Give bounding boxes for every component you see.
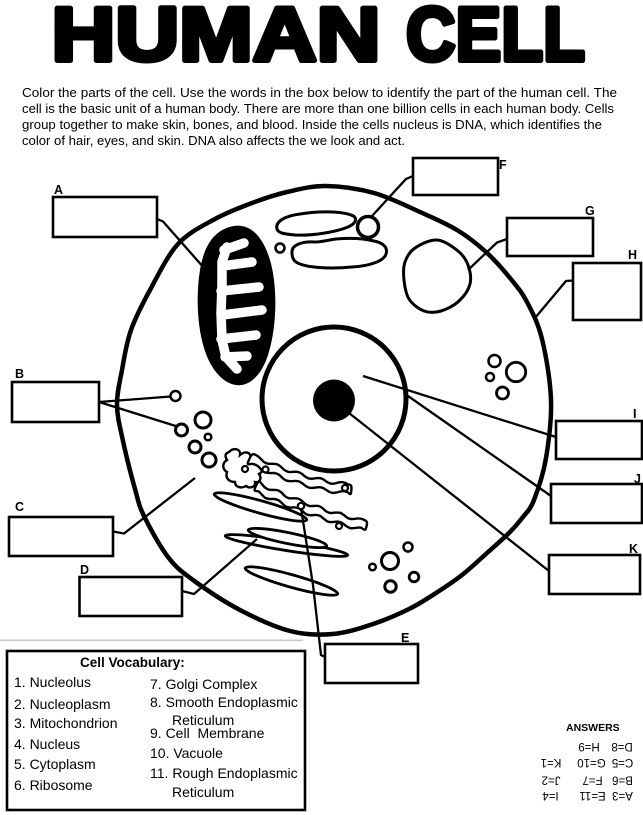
svg-text:H: H [628, 248, 637, 262]
svg-text:K=1: K=1 [541, 756, 562, 768]
svg-text:8. Smooth Endoplasmic: 8. Smooth Endoplasmic [150, 694, 298, 710]
svg-text:K: K [629, 542, 638, 556]
svg-text:Cell Vocabulary:: Cell Vocabulary: [80, 655, 185, 670]
svg-text:G=10: G=10 [577, 756, 605, 768]
svg-text:11. Rough Endoplasmic: 11. Rough Endoplasmic [150, 765, 298, 781]
svg-text:J=2: J=2 [542, 774, 561, 786]
svg-text:group together to make skin, b: group together to make skin, bones, and … [22, 117, 602, 132]
svg-text:cell is the basic unit of a hu: cell is the basic unit of a human body. … [22, 101, 614, 116]
svg-text:Color the parts of the cell. U: Color the parts of the cell. Use the wor… [22, 85, 617, 100]
svg-text:E=11: E=11 [579, 789, 605, 801]
svg-text:B=6: B=6 [612, 774, 633, 786]
svg-text:I=4: I=4 [542, 789, 559, 801]
svg-text:1. Nucleolus: 1. Nucleolus [14, 674, 91, 690]
svg-text:J: J [634, 472, 641, 486]
svg-text:F: F [499, 158, 507, 172]
svg-text:10. Vacuole: 10. Vacuole [150, 745, 223, 761]
svg-text:9. Cell Membrane: 9. Cell Membrane [150, 725, 265, 741]
svg-text:HUMAN: HUMAN [52, 0, 381, 78]
svg-text:E: E [401, 631, 409, 645]
svg-text:C=5: C=5 [612, 756, 633, 768]
svg-text:C: C [15, 500, 24, 514]
svg-text:CELL: CELL [406, 0, 585, 78]
svg-text:Reticulum: Reticulum [172, 784, 234, 800]
svg-text:H=9: H=9 [578, 740, 599, 752]
svg-text:Reticulum: Reticulum [172, 712, 234, 728]
svg-text:G: G [585, 204, 595, 218]
svg-text:5. Cytoplasm: 5. Cytoplasm [14, 756, 96, 772]
svg-text:7. Golgi Complex: 7. Golgi Complex [150, 676, 257, 692]
svg-text:3. Mitochondrion: 3. Mitochondrion [14, 715, 118, 731]
svg-text:F=7: F=7 [582, 774, 602, 786]
svg-text:4. Nucleus: 4. Nucleus [14, 736, 80, 752]
svg-text:A: A [54, 183, 63, 197]
svg-text:2. Nucleoplasm: 2. Nucleoplasm [14, 696, 111, 712]
svg-text:I: I [633, 407, 636, 421]
svg-text:D=8: D=8 [611, 740, 632, 752]
svg-text:D: D [80, 563, 89, 577]
svg-text:A=3: A=3 [612, 789, 633, 801]
svg-text:ANSWERS: ANSWERS [566, 722, 620, 734]
svg-text:color of hair, eyes, and skin.: color of hair, eyes, and skin. DNA also … [22, 133, 405, 148]
svg-text:B: B [15, 367, 24, 381]
svg-text:6. Ribosome: 6. Ribosome [14, 777, 93, 793]
